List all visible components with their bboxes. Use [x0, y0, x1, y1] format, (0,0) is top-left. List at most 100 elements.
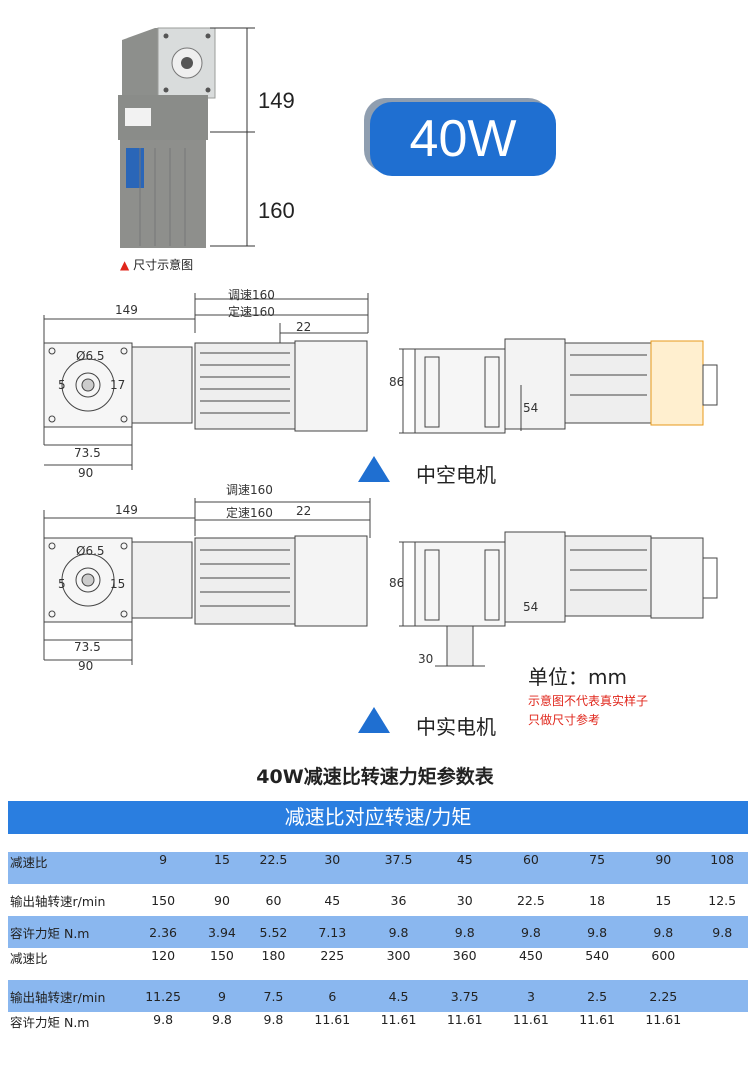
row-label: 减速比 [10, 951, 48, 966]
photo-caption: ▲ 尺寸示意图 [120, 258, 194, 272]
table-title: 40W减速比转速力矩参数表 [256, 766, 494, 788]
table-row: 输出轴转速r/min 150 90 60 45 36 30 22.5 18 15 12.5 [8, 884, 748, 916]
table-cell: 7.5 [247, 980, 300, 1012]
red-triangle-icon: ▲ [120, 258, 130, 272]
table-cell: 108 [696, 852, 748, 884]
table-cell: 300 [386, 948, 411, 963]
unit-label: 单位：mm [528, 665, 627, 689]
hollow-dim-73: 73.5 [74, 446, 101, 460]
hollow-dim-54: 54 [523, 401, 539, 415]
table-cell: 15 [655, 892, 672, 908]
blue-triangle-icon [358, 707, 390, 733]
table-cell: 9.8 [630, 916, 697, 948]
table-cell [696, 948, 748, 980]
solid-dim-86: 86 [389, 576, 405, 590]
table-cell: 540 [585, 948, 610, 963]
solid-dim-90: 90 [78, 659, 94, 673]
table-cell: 450 [518, 948, 543, 963]
hollow-dim-fixed: 定速160 [228, 305, 275, 319]
table-cell [696, 1012, 748, 1044]
solid-dim-15: 15 [110, 577, 126, 591]
hollow-dim-17: 17 [110, 378, 126, 392]
hollow-dim-adjust: 调速160 [228, 288, 275, 302]
table-cell: 15 [196, 852, 248, 884]
table-cell: 18 [589, 892, 606, 908]
table-cell: 9.8 [497, 916, 565, 948]
power-badge: 40W [370, 102, 556, 176]
table-cell: 9 [130, 852, 197, 884]
table-cell: 3 [497, 980, 565, 1012]
hollow-end-drawing [399, 338, 718, 434]
row-label: 容许力矩 N.m [8, 916, 130, 948]
solid-side-drawing [43, 498, 371, 665]
solid-dim-22: 22 [296, 504, 312, 518]
table-cell: 22.5 [516, 892, 545, 908]
solid-end-drawing [399, 531, 718, 667]
table-cell: 150 [151, 892, 176, 908]
hollow-dim-149: 149 [115, 303, 138, 317]
table-cell: 7.13 [299, 916, 366, 948]
solid-dim-fixed: 定速160 [226, 506, 273, 520]
table-cell: 60 [265, 892, 282, 908]
blue-triangle-icon [358, 456, 390, 482]
row-label: 输出轴转速r/min [10, 893, 106, 909]
table-cell: 45 [431, 852, 498, 884]
solid-dim-149: 149 [115, 503, 138, 517]
table-cell: 9.8 [263, 1012, 284, 1027]
hollow-dim-86: 86 [389, 375, 405, 389]
table-cell: 120 [151, 948, 176, 963]
table-cell: 9.8 [564, 916, 631, 948]
row-label: 容许力矩 N.m [10, 1015, 90, 1030]
table-cell: 2.5 [564, 980, 631, 1012]
table-cell: 90 [630, 852, 697, 884]
table-cell: 225 [320, 948, 345, 963]
table-cell [696, 980, 748, 1012]
solid-label: 中实电机 [416, 715, 496, 739]
row-label: 输出轴转速r/min [8, 980, 130, 1012]
table-cell: 9 [196, 980, 248, 1012]
table-cell: 2.36 [130, 916, 197, 948]
table-cell: 150 [210, 948, 234, 963]
table-cell: 2.25 [630, 980, 697, 1012]
table-cell: 9.8 [431, 916, 498, 948]
table-cell: 9.8 [153, 1012, 174, 1027]
table-cell: 90 [214, 892, 230, 908]
table-cell: 12.5 [708, 892, 737, 908]
table-cell: 60 [497, 852, 565, 884]
table-cell: 3.94 [196, 916, 248, 948]
table-cell: 4.5 [365, 980, 432, 1012]
table-cell: 30 [299, 852, 366, 884]
hollow-dim-90: 90 [78, 466, 94, 480]
hollow-dim-5: 5 [58, 378, 66, 392]
table-cell: 45 [324, 892, 341, 908]
table-cell: 22.5 [247, 852, 300, 884]
note-line-2: 只做尺寸参考 [528, 713, 601, 727]
solid-dim-adjust: 调速160 [226, 483, 273, 497]
solid-dim-30: 30 [418, 652, 434, 666]
table-cell: 11.61 [579, 1012, 616, 1027]
solid-dim-5: 5 [58, 577, 66, 591]
motor-photo [100, 20, 250, 255]
table-cell: 5.52 [247, 916, 300, 948]
table-cell: 11.61 [380, 1012, 417, 1027]
table-cell: 6 [299, 980, 366, 1012]
table-cell: 9.8 [696, 916, 748, 948]
table-cell: 360 [452, 948, 477, 963]
table-cell: 600 [651, 948, 676, 963]
table-cell: 11.25 [130, 980, 197, 1012]
note-line-1: 示意图不代表真实样子 [528, 694, 649, 708]
table-cell: 3.75 [431, 980, 498, 1012]
photo-dim-bottom: 160 [258, 198, 295, 223]
hollow-dim-hole: Ø6.5 [76, 349, 105, 363]
hollow-side-drawing [43, 293, 369, 470]
table-cell: 36 [390, 892, 407, 908]
table-cell: 30 [456, 892, 473, 908]
solid-dim-hole: Ø6.5 [76, 544, 105, 558]
row-label: 减速比 [8, 852, 130, 884]
table-cell: 11.61 [446, 1012, 483, 1027]
hollow-dim-22: 22 [296, 320, 312, 334]
solid-dim-54: 54 [523, 600, 539, 614]
